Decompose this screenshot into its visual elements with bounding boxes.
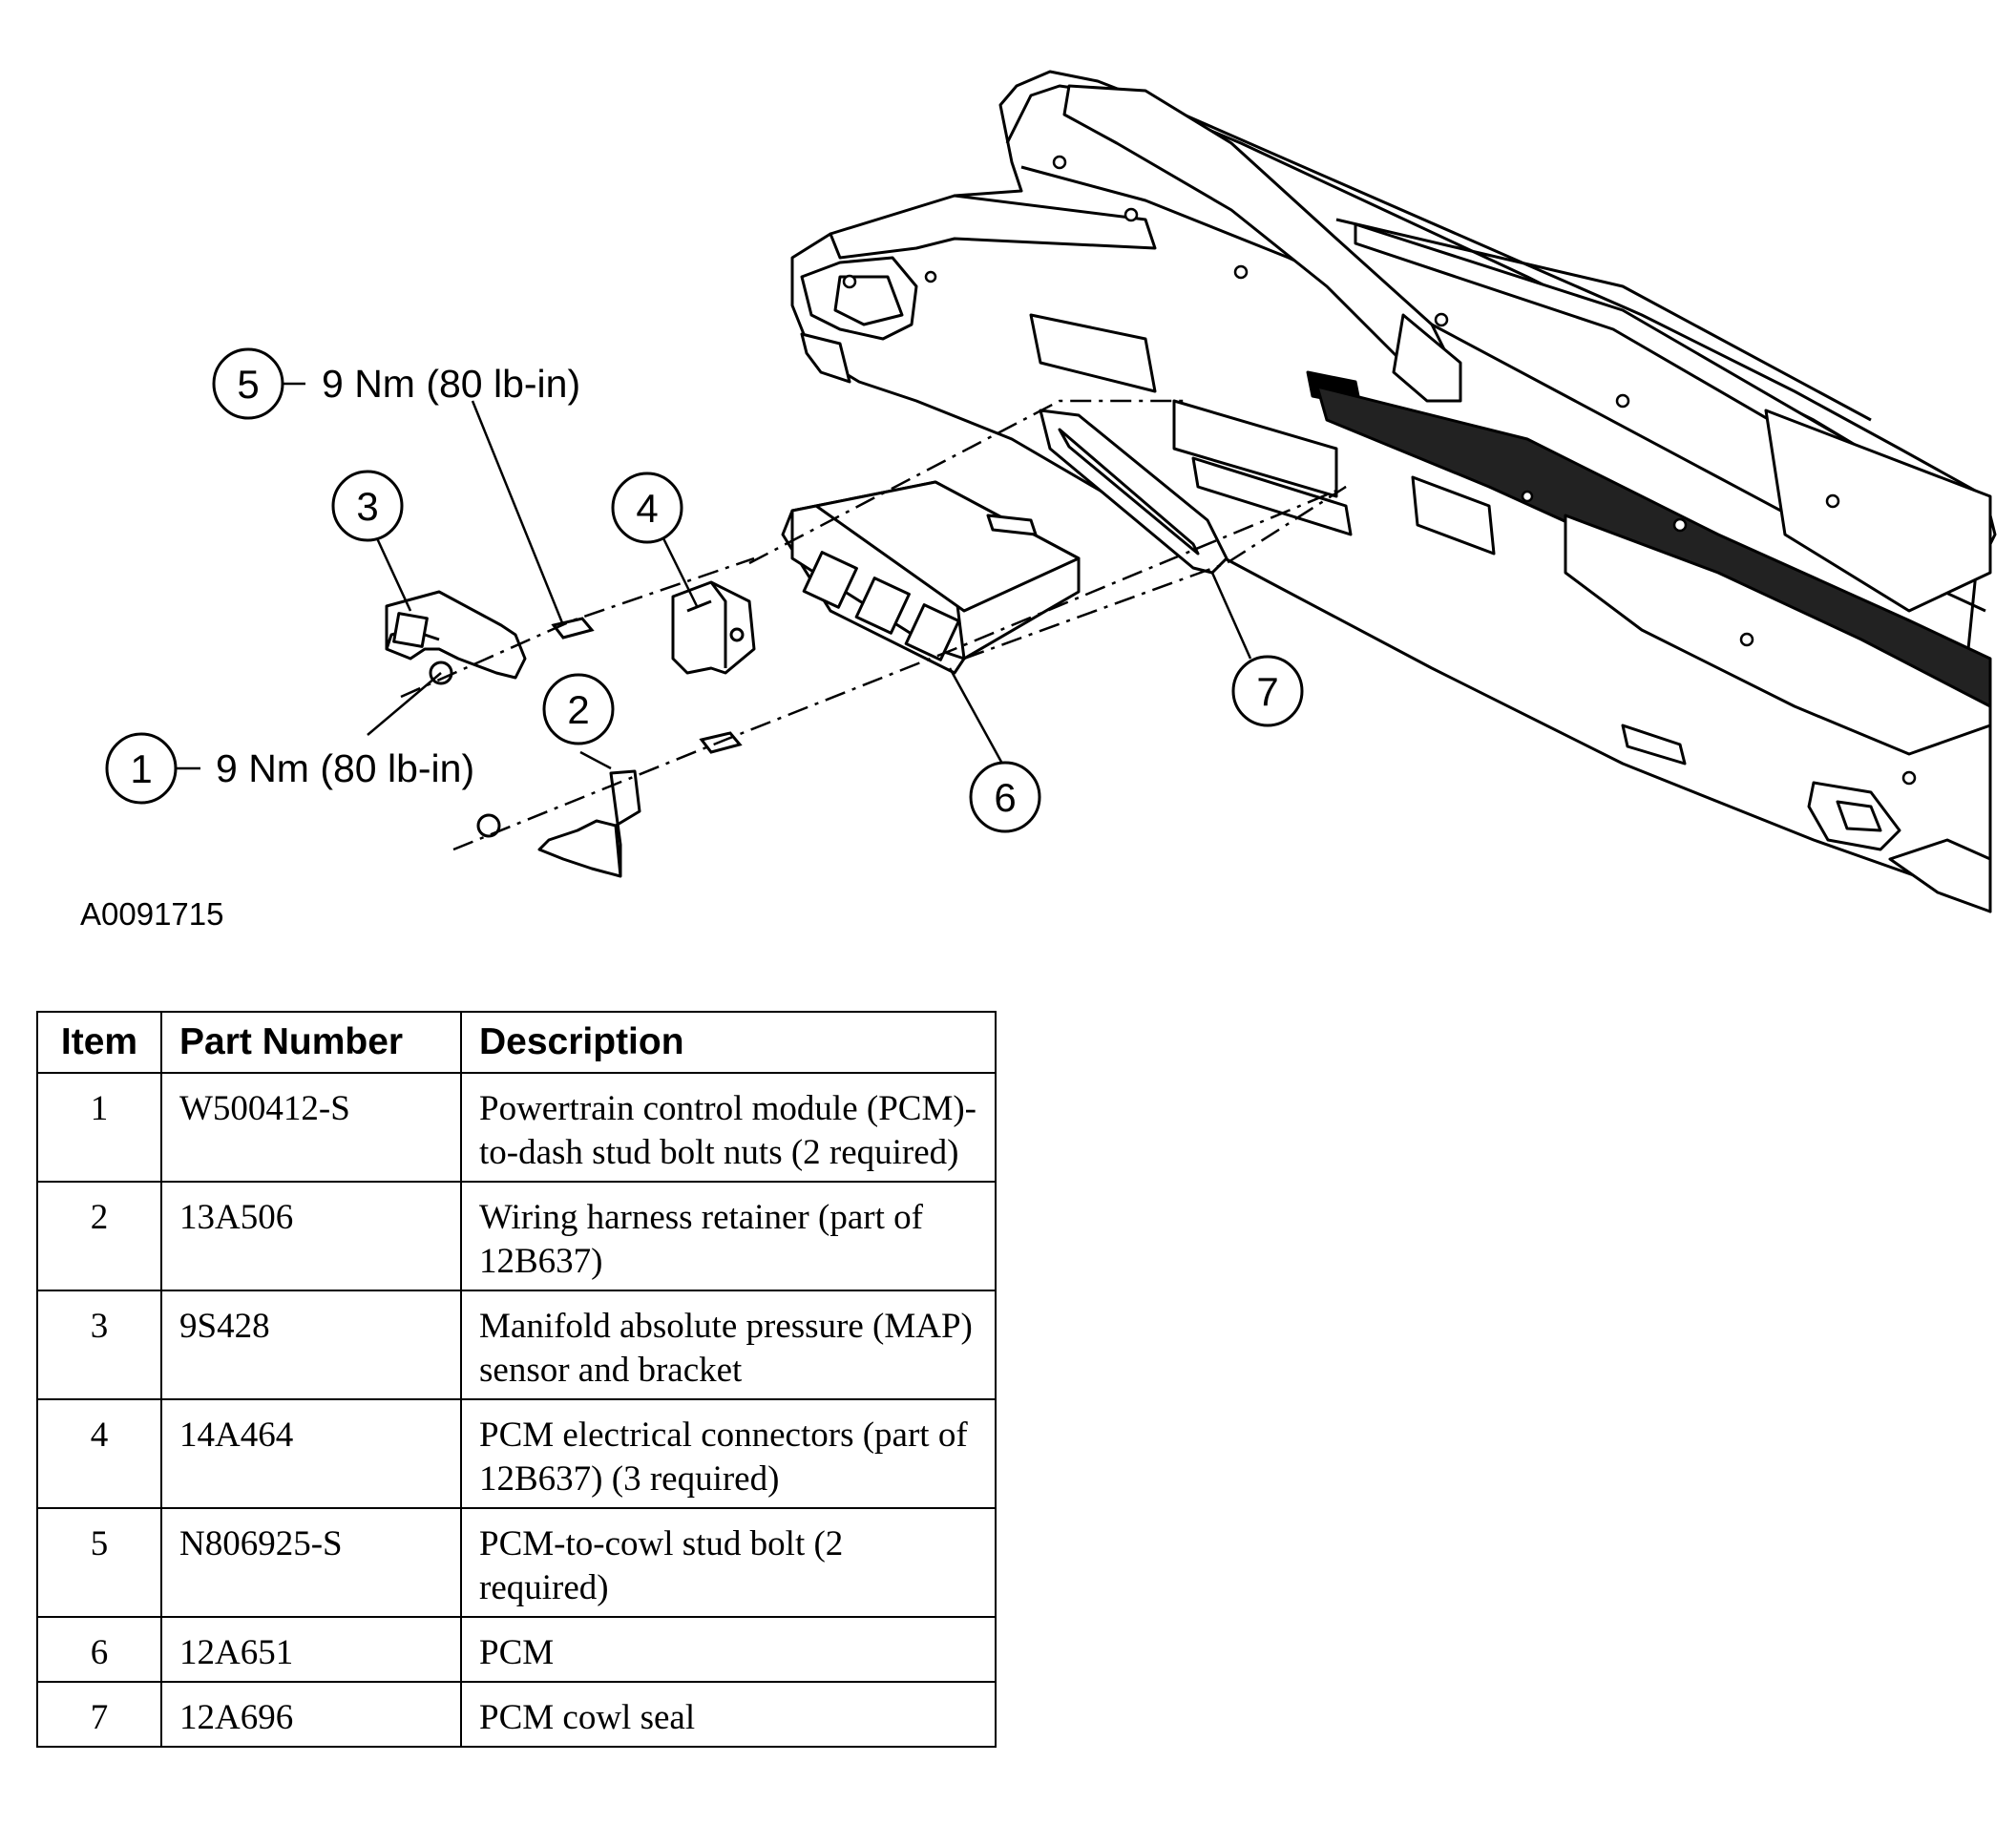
torque-spec-1: 9 Nm (80 lb-in)	[216, 746, 474, 790]
callout-5-circle	[212, 347, 284, 420]
callout-3-number: 3	[356, 484, 378, 529]
torque-spec-5: 9 Nm (80 lb-in)	[322, 362, 580, 406]
nut-lower	[476, 813, 501, 838]
table-row: 6 12A651 PCM	[36, 1616, 997, 1683]
row-item: 6	[36, 1616, 162, 1683]
row-item: 5	[36, 1507, 162, 1618]
row-description: PCM-to-cowl stud bolt (2 required)	[460, 1507, 997, 1618]
row-part-number: 12A651	[160, 1616, 462, 1683]
callout-6-number: 6	[994, 775, 1016, 820]
row-part-number: 12A696	[160, 1681, 462, 1748]
callout-6-circle	[969, 761, 1041, 833]
leader-3	[375, 537, 412, 612]
callout-7-number: 7	[1256, 669, 1278, 714]
row-description: PCM electrical connectors (part of 12B63…	[460, 1398, 997, 1509]
exploded-view-diagram: 1 2 3 4 5 6 7 9 Nm (80 lb-in) 9 Nm (80 l…	[80, 70, 1997, 932]
callout-3-circle	[331, 470, 404, 542]
callout-2-number: 2	[567, 687, 589, 732]
table-row: 4 14A464 PCM electrical connectors (part…	[36, 1398, 997, 1509]
figure-id: A0091715	[80, 896, 223, 932]
header-item: Item	[36, 1011, 162, 1074]
callout-4-circle	[611, 472, 683, 544]
wiring-harness-retainer	[537, 769, 641, 878]
callout-5-number: 5	[237, 362, 259, 407]
row-item: 7	[36, 1681, 162, 1748]
header-part-number: Part Number	[160, 1011, 462, 1074]
leader-5	[471, 400, 565, 626]
callout-circles	[105, 347, 1304, 833]
row-part-number: N806925-S	[160, 1507, 462, 1618]
wiper-arms	[1062, 84, 1992, 613]
leader-4	[662, 537, 699, 607]
cowl-panel-drawing	[790, 70, 1997, 913]
cowl-detail-holes	[842, 155, 1917, 786]
callout-1-number: 1	[130, 746, 152, 791]
row-description: Manifold absolute pressure (MAP) sensor …	[460, 1290, 997, 1400]
row-part-number: W500412-S	[160, 1072, 462, 1183]
stud-bolt-upper	[551, 617, 595, 640]
table-row: 7 12A696 PCM cowl seal	[36, 1681, 997, 1748]
table-row: 1 W500412-S Powertrain control module (P…	[36, 1072, 997, 1183]
row-description: Wiring harness retainer (part of 12B637)	[460, 1181, 997, 1291]
pcm-electrical-connector	[671, 580, 756, 675]
table-row: 2 13A506 Wiring harness retainer (part o…	[36, 1181, 997, 1291]
callout-7-circle	[1231, 655, 1304, 727]
header-description: Description	[460, 1011, 997, 1074]
pcm-cowl-seal	[1039, 409, 1228, 575]
row-part-number: 14A464	[160, 1398, 462, 1509]
callout-2-circle	[542, 673, 615, 745]
row-description: Powertrain control module (PCM)-to-dash …	[460, 1072, 997, 1183]
row-item: 2	[36, 1181, 162, 1291]
table-row: 3 9S428 Manifold absolute pressure (MAP)…	[36, 1290, 997, 1400]
row-item: 4	[36, 1398, 162, 1509]
parts-table: Item Part Number Description 1 W500412-S…	[36, 1011, 997, 1748]
table-header-row: Item Part Number Description	[36, 1011, 997, 1074]
leader-7	[1210, 572, 1252, 660]
callouts	[177, 382, 1252, 770]
pcm-module	[781, 480, 1081, 675]
row-description: PCM	[460, 1616, 997, 1683]
callout-4-number: 4	[636, 486, 658, 531]
leader-6	[948, 667, 1004, 765]
leader-2	[579, 750, 612, 770]
row-item: 1	[36, 1072, 162, 1183]
row-description: PCM cowl seal	[460, 1681, 997, 1748]
row-part-number: 9S428	[160, 1290, 462, 1400]
table-row: 5 N806925-S PCM-to-cowl stud bolt (2 req…	[36, 1507, 997, 1618]
callout-1-circle	[105, 732, 178, 805]
leader-1	[367, 672, 442, 736]
row-part-number: 13A506	[160, 1181, 462, 1291]
alignment-lines	[400, 399, 1347, 851]
row-item: 3	[36, 1290, 162, 1400]
